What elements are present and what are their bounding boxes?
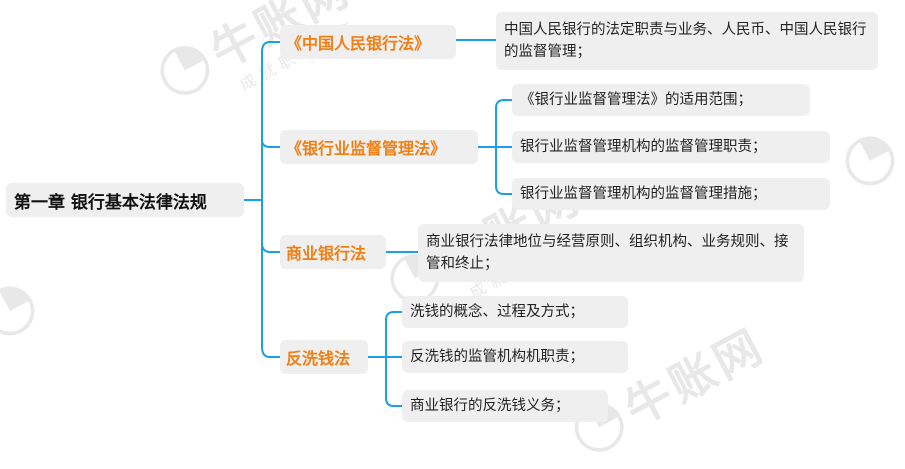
leaf-node[interactable]: 银行业监督管理机构的监督管理措施； <box>512 178 830 210</box>
connector-branch-4-trunk <box>385 311 395 407</box>
mindmap-connectors <box>243 39 513 407</box>
connector-branch-2 <box>261 139 281 148</box>
connector-trunk <box>261 41 271 358</box>
branch-node-commercial-bank-law[interactable]: 商业银行法 <box>280 235 386 269</box>
root-node[interactable]: 第一章 银行基本法律法规 <box>6 183 244 217</box>
leaf-node[interactable]: 反洗钱的监管机构机职责； <box>402 341 628 373</box>
leaf-node[interactable]: 中国人民银行的法定职责与业务、人民币、中国人民银行的监督管理； <box>496 12 878 70</box>
leaf-node[interactable]: 洗钱的概念、过程及方式； <box>402 296 628 328</box>
branch-node-pboc-law[interactable]: 《中国人民银行法》 <box>280 25 456 59</box>
leaf-node[interactable]: 《银行业监督管理法》的适用范围； <box>512 84 810 116</box>
connector-branch-3 <box>261 242 281 253</box>
branch-node-anti-money-laundering-law[interactable]: 反洗钱法 <box>280 340 368 374</box>
leaf-node[interactable]: 银行业监督管理机构的监督管理职责； <box>512 131 830 163</box>
leaf-node[interactable]: 商业银行的反洗钱义务； <box>402 390 608 422</box>
branch-node-banking-supervision-law[interactable]: 《银行业监督管理法》 <box>280 130 478 164</box>
leaf-node[interactable]: 商业银行法律地位与经营原则、组织机构、业务规则、接管和终止； <box>418 224 804 282</box>
